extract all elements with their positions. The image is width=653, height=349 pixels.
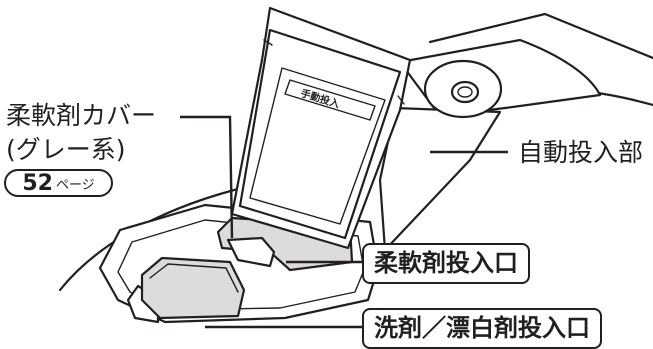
softener-cover-color-label: (グレー系) xyxy=(6,135,126,164)
page-reference-badge: 52 ページ xyxy=(4,169,113,197)
lid-hinge-left xyxy=(263,39,273,46)
auto-dispenser-label: 自動投入部 xyxy=(518,138,644,167)
softener-inlet-label: 柔軟剤投入口 xyxy=(362,243,530,284)
detergent-inlet-label: 洗剤／漂白剤投入口 xyxy=(362,308,602,349)
auto-dispenser-cap-center xyxy=(457,86,473,98)
lid-label-band xyxy=(284,79,376,121)
page-reference-suffix: ページ xyxy=(55,177,95,193)
detergent-compartment xyxy=(140,256,246,320)
softener-cover-leader xyxy=(180,115,234,239)
detergent-compartment-rim xyxy=(149,263,239,293)
page-reference-number: 52 xyxy=(22,170,53,196)
machine-top-edge xyxy=(428,12,653,60)
softener-cover-label: 柔軟剤カバー xyxy=(6,101,157,130)
auto-dispenser-plate xyxy=(378,106,502,252)
softener-cover-tab xyxy=(226,236,276,268)
lid-hinge-right xyxy=(397,95,405,105)
